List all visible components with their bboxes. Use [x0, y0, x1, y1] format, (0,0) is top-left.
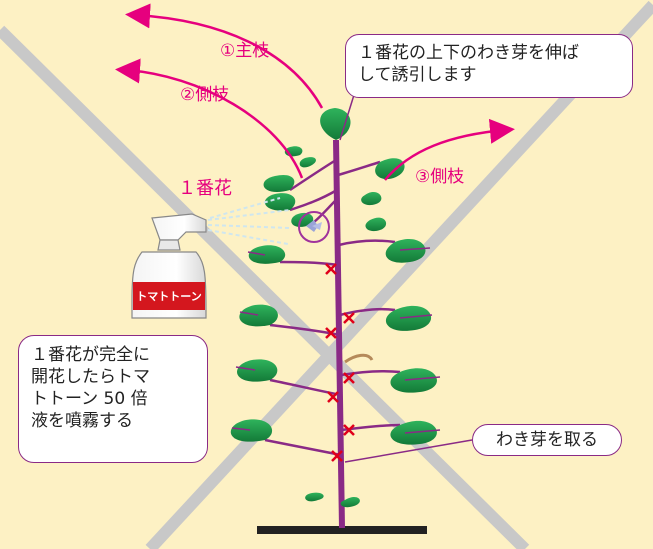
leaf — [305, 492, 324, 502]
right-callout-box: わき芽を取る — [472, 424, 622, 456]
side-branch-3-arrow — [384, 118, 515, 181]
top-callout-line: １番花の上下のわき芽を伸ば — [358, 43, 579, 63]
leaf — [299, 157, 316, 168]
left-callout-line: トトーン 50 倍 — [31, 389, 148, 409]
right-callout-pointer — [344, 439, 473, 463]
first-flower-label: １番花 — [178, 178, 232, 199]
first-flower — [298, 211, 330, 243]
top-callout-box: １番花の上下のわき芽を伸ば して誘引します — [345, 34, 633, 98]
leaf — [237, 359, 278, 382]
side-branch-3-label: ③側枝 — [415, 167, 465, 187]
left-callout-line: 開花したらトマ — [31, 367, 150, 387]
spray-bottle-label: トマトトーン — [136, 290, 202, 303]
left-callout-box: １番花が完全に 開花したらトマ トトーン 50 倍 液を噴霧する — [18, 335, 208, 463]
leaf — [248, 245, 286, 264]
leaf — [375, 158, 405, 180]
leaf — [385, 239, 426, 263]
leaf — [239, 304, 278, 327]
leaf — [291, 212, 314, 227]
top-callout-line: して誘引します — [358, 65, 477, 85]
leaf — [264, 193, 296, 211]
leaf — [230, 419, 273, 442]
spray-bottle-icon — [131, 213, 207, 319]
leaf — [263, 174, 295, 193]
side-branch-2-label: ②側枝 — [180, 85, 230, 105]
removal-crosses — [325, 263, 355, 462]
leaf — [361, 192, 382, 206]
leaf-veins — [231, 247, 441, 434]
left-callout-line: １番花が完全に — [31, 345, 150, 365]
main-branch-arrow — [125, 3, 324, 109]
side-shoot-curl — [344, 353, 374, 364]
main-stem — [333, 139, 345, 529]
side-branch-2-arrow — [115, 58, 304, 179]
leaf — [385, 305, 432, 331]
leaf — [390, 368, 437, 393]
leaves — [230, 108, 437, 508]
left-callout-line: 液を噴霧する — [31, 411, 133, 431]
spray-mist — [207, 197, 291, 245]
leaf — [340, 496, 360, 508]
leaf — [320, 108, 351, 140]
leaf — [365, 217, 387, 232]
ground-bar — [257, 526, 427, 534]
main-branch-label: ①主枝 — [220, 41, 270, 61]
